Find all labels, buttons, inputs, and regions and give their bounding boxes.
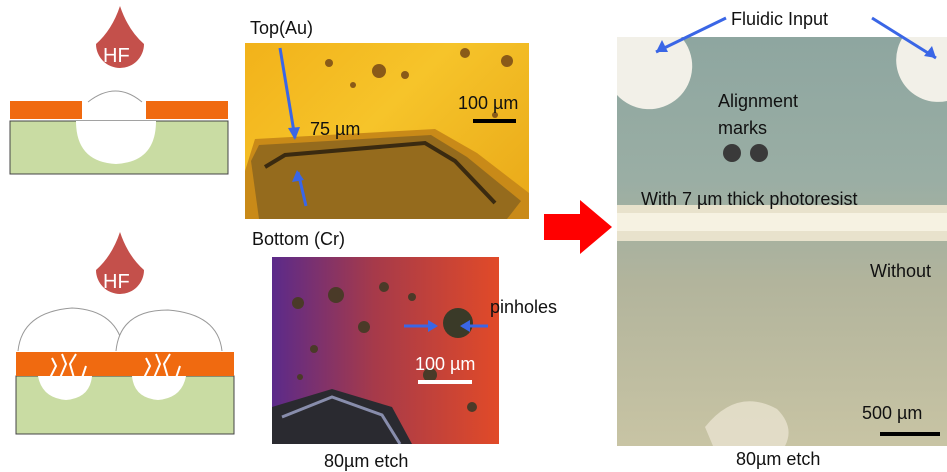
fluidic-input-left — [617, 37, 693, 110]
metal-layer-left — [10, 101, 82, 119]
pinholes-label: pinholes — [490, 297, 558, 317]
alignment-label-line2: marks — [718, 118, 767, 138]
pinhole — [460, 48, 470, 58]
metal-layer — [16, 352, 234, 376]
substrate — [15, 375, 235, 435]
pinhole — [423, 368, 437, 382]
pinhole — [292, 297, 304, 309]
micrograph-bottom-image — [272, 257, 499, 444]
pinhole — [297, 374, 303, 380]
pinhole — [492, 112, 498, 118]
bottom-cr-label: Bottom (Cr) — [252, 229, 346, 249]
etch-schematic-top — [9, 6, 229, 175]
scale-label-top: 100 µm — [458, 93, 519, 113]
undercut-left — [38, 376, 92, 400]
arrow-right-icon — [871, 16, 937, 60]
fluidic-input-label: Fluidic Input — [731, 9, 829, 29]
caption-middle: 80µm etch — [324, 451, 409, 471]
pinhole — [467, 402, 477, 412]
pinhole — [501, 55, 513, 67]
pinhole — [372, 64, 386, 78]
alignment-label-line1: Alignment — [718, 91, 799, 111]
pinhole — [325, 59, 333, 67]
micrograph-right-features — [617, 37, 947, 446]
red-arrow-icon — [544, 200, 612, 254]
alignment-mark — [750, 144, 768, 162]
scale-bar-right — [880, 432, 940, 436]
etch-edge-dark — [263, 140, 497, 205]
scale-label-bottom: 100 µm — [415, 354, 476, 374]
scale-bar-bottom — [418, 380, 472, 384]
scale-label-right: 500 µm — [862, 403, 923, 423]
alignment-mark — [723, 144, 741, 162]
arrow-top-au-icon — [278, 47, 297, 139]
etch-cavity — [76, 121, 156, 164]
crack-lines-right — [143, 353, 181, 379]
micrograph-top-image — [245, 43, 529, 219]
arrow-left-icon — [655, 16, 727, 54]
without-label: Without — [870, 261, 932, 281]
pinhole — [350, 82, 356, 88]
undercut-right — [132, 376, 186, 400]
micrograph-bottom-features — [272, 282, 477, 444]
caption-right: 80µm etch — [736, 449, 821, 469]
pinhole — [443, 308, 473, 338]
pinhole — [379, 282, 389, 292]
pinhole — [310, 345, 318, 353]
undercut-band — [251, 135, 521, 219]
scale-bar-top — [473, 119, 516, 123]
pinhole — [401, 71, 409, 79]
dimension-label: 75 µm — [310, 119, 361, 139]
etch-schematic-bottom — [15, 232, 235, 435]
etch-bubble-right — [115, 309, 223, 352]
pinhole — [358, 321, 370, 333]
etch-corner — [272, 389, 412, 444]
etch-bubble-left — [17, 307, 125, 352]
hf-drop — [96, 6, 144, 68]
etch-feature — [705, 401, 789, 446]
photoresist-stripe-edge — [617, 213, 947, 231]
annotation-arrows — [278, 47, 488, 332]
metal-layer-right — [146, 101, 228, 119]
fluidic-arrows — [655, 16, 937, 60]
crack-lines-left — [49, 353, 87, 379]
hf-drop — [96, 232, 144, 294]
etch-bubble — [87, 90, 143, 103]
hf-drop-label: HF — [103, 45, 130, 67]
with-photoresist-label: With 7 µm thick photoresist — [641, 189, 858, 209]
micrograph-right-image — [617, 37, 947, 446]
micrograph-top-features — [245, 48, 529, 219]
pinhole — [328, 287, 344, 303]
pinhole — [408, 293, 416, 301]
hf-drop-label: HF — [103, 271, 130, 293]
etch-corner-interference — [281, 395, 402, 444]
top-au-label: Top(Au) — [250, 18, 314, 38]
